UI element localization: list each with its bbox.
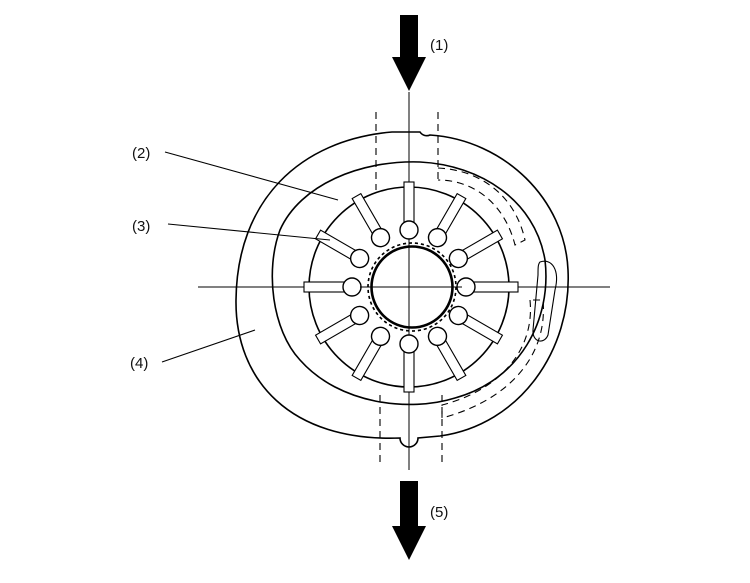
leader-vane <box>164 151 339 201</box>
vane <box>448 305 504 345</box>
vane <box>314 229 370 269</box>
arrow-top-icon <box>392 15 426 91</box>
cam-ring <box>271 161 547 406</box>
vane <box>399 334 419 393</box>
label-vane: (2) <box>132 145 150 162</box>
vane <box>427 326 467 382</box>
leader-rotor <box>167 223 331 241</box>
kidney-port-upper <box>437 167 526 246</box>
vanes <box>303 181 519 393</box>
label-housing: (4) <box>130 355 148 372</box>
label-rotor: (3) <box>132 218 150 235</box>
vane <box>399 181 419 240</box>
relief-slot <box>532 260 558 342</box>
vane <box>303 277 362 297</box>
arrow-bottom-icon <box>392 481 426 560</box>
leader-housing <box>161 329 256 363</box>
outer-housing <box>235 131 569 448</box>
vane <box>427 192 467 248</box>
label-arrow-top: (1) <box>430 37 448 54</box>
vane <box>351 192 391 248</box>
vane <box>314 305 370 345</box>
vane <box>448 229 504 269</box>
kidney-port-lower <box>441 299 544 419</box>
label-arrow-bottom: (5) <box>430 504 448 521</box>
vane <box>351 326 391 382</box>
